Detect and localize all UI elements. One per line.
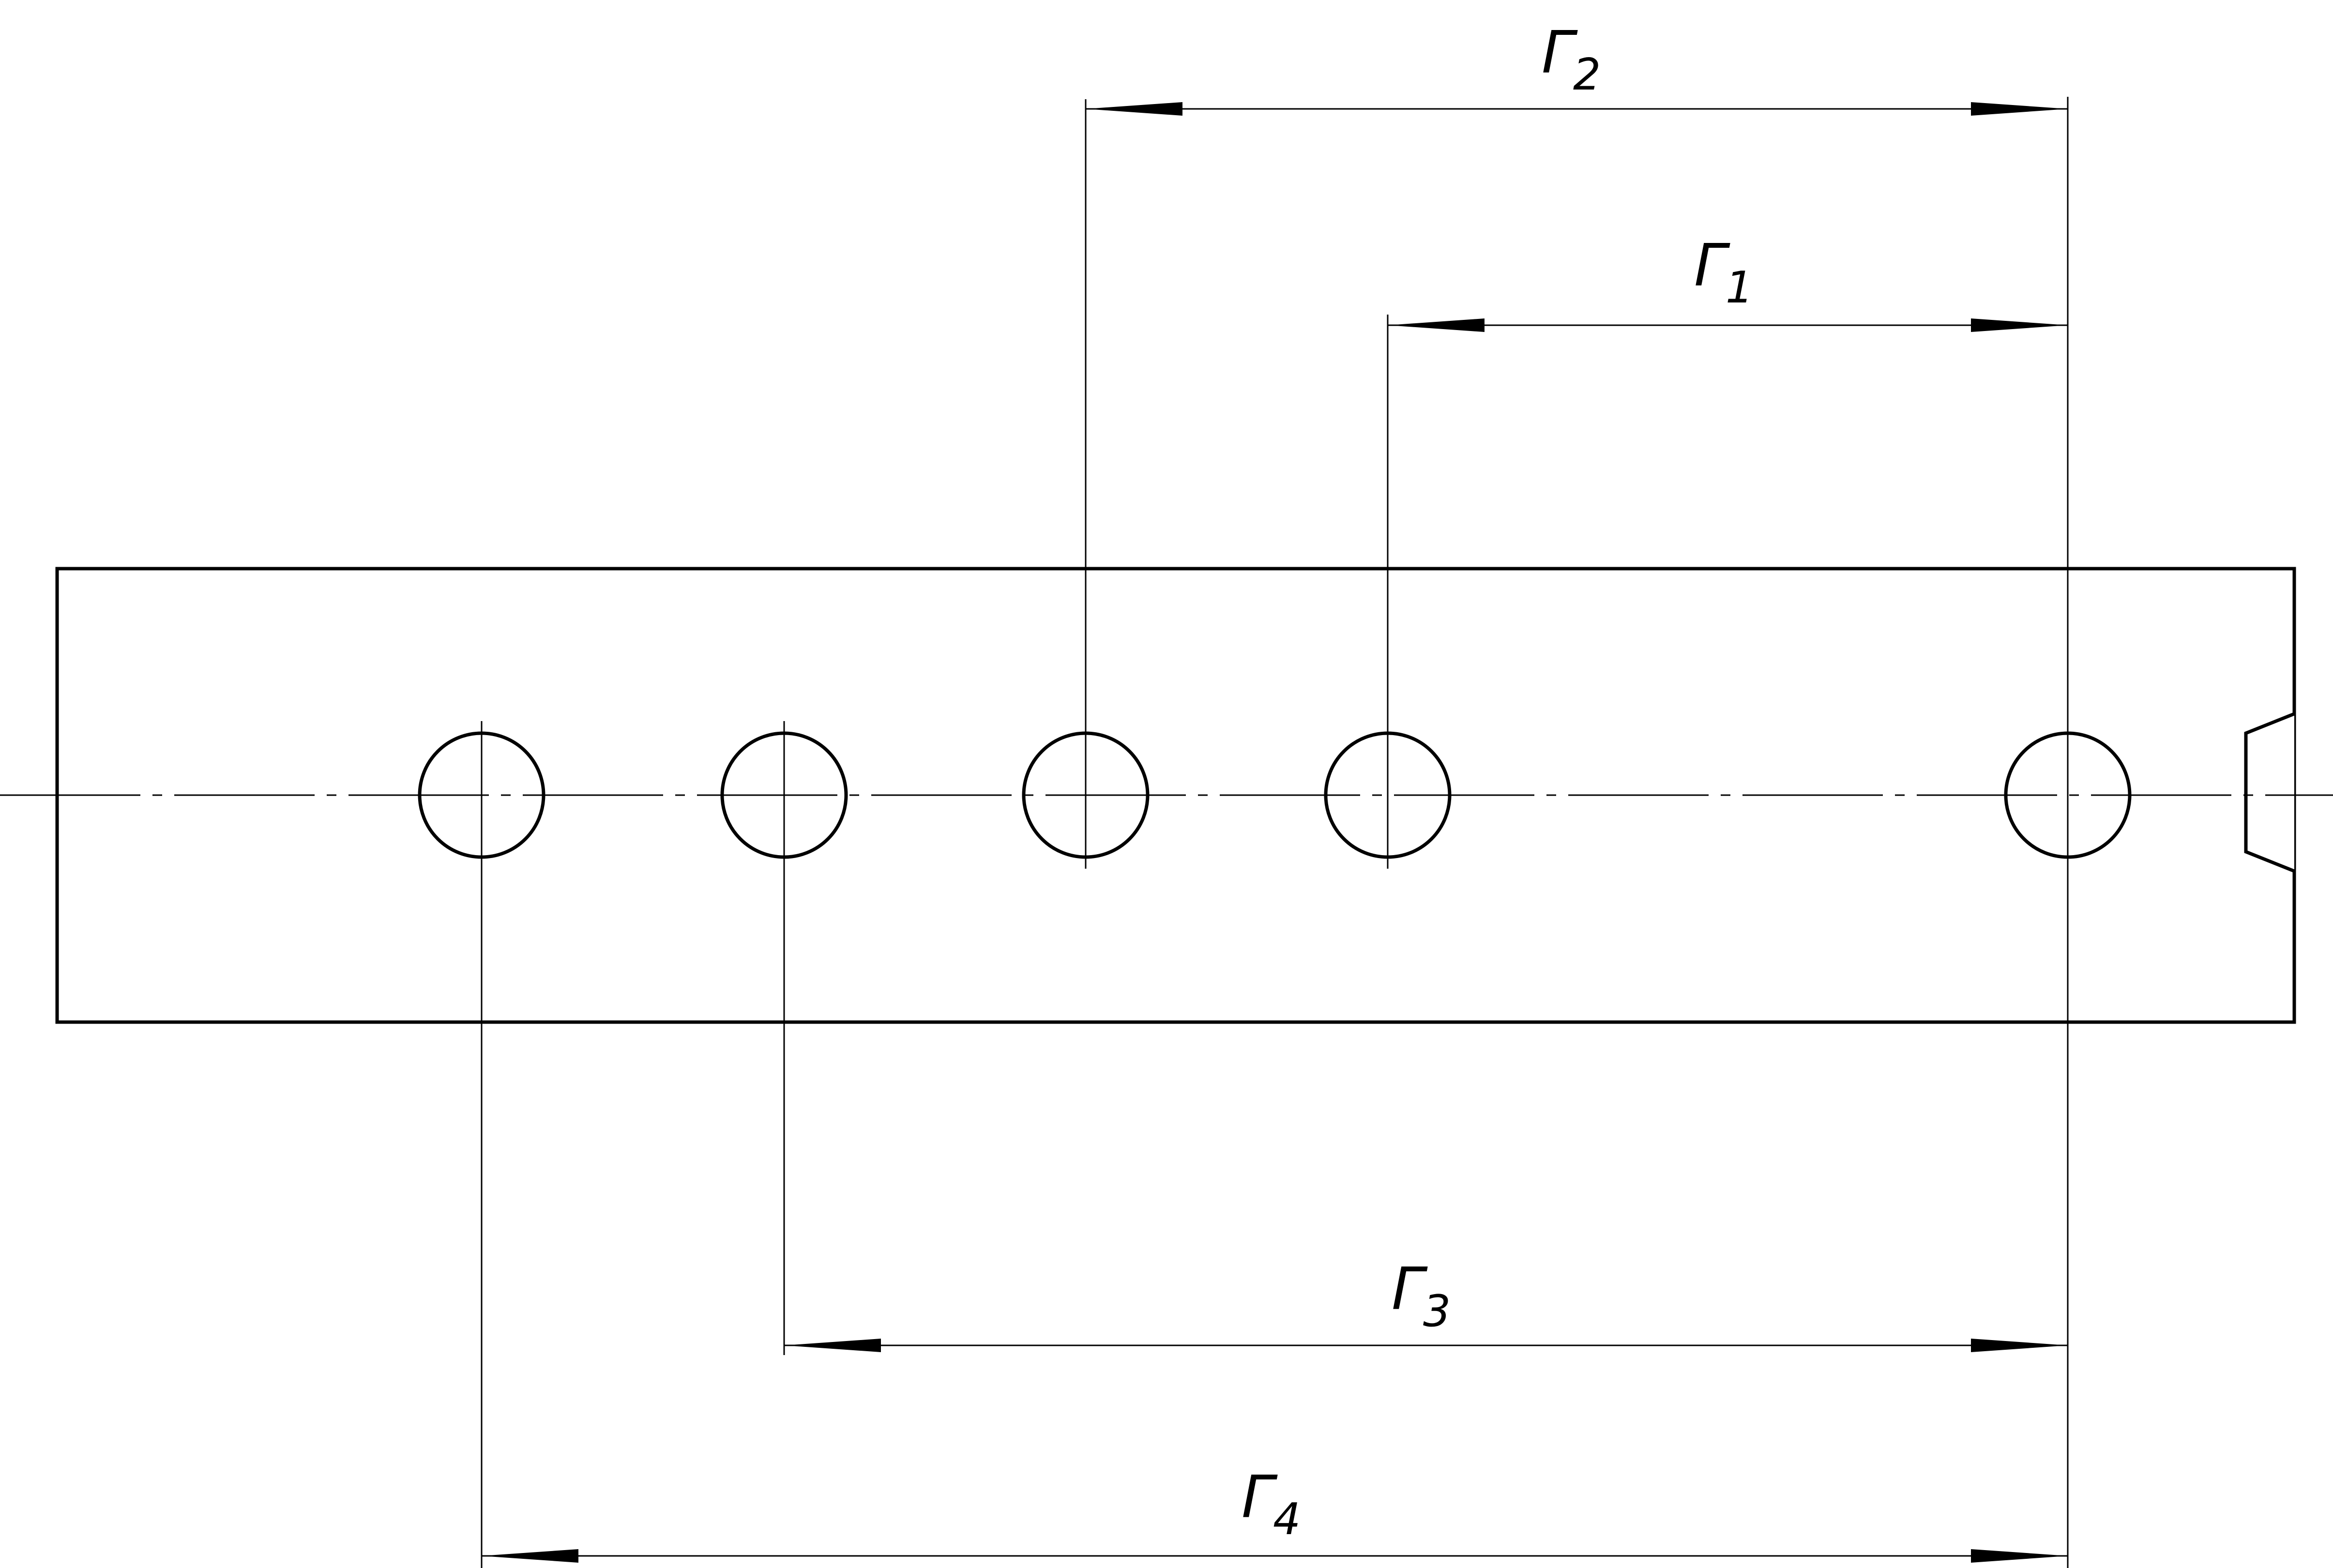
dim-label-g2: Γ 2 [1542,19,1601,100]
v-notch [2244,712,2295,873]
part-outline [55,567,2296,1024]
dim-label-g4: Γ 4 [1242,1464,1301,1545]
dim-label-g1: Γ 1 [1694,232,1753,313]
dim-label-g2-symbol: Γ [1542,19,1578,87]
dim-label-g3: Γ 3 [1392,1256,1451,1337]
dimension-lines [482,102,2068,1563]
dim-label-g2-subscript: 2 [1573,49,1601,100]
dim-label-g3-subscript: 3 [1423,1286,1451,1337]
dim-label-g1-symbol: Γ [1694,232,1730,300]
dim-label-g4-symbol: Γ [1242,1464,1278,1531]
dim-label-g4-subscript: 4 [1273,1494,1301,1545]
dim-label-g3-symbol: Γ [1392,1256,1428,1323]
dim-label-g1-subscript: 1 [1726,262,1753,313]
extension-lines [481,97,2069,1568]
